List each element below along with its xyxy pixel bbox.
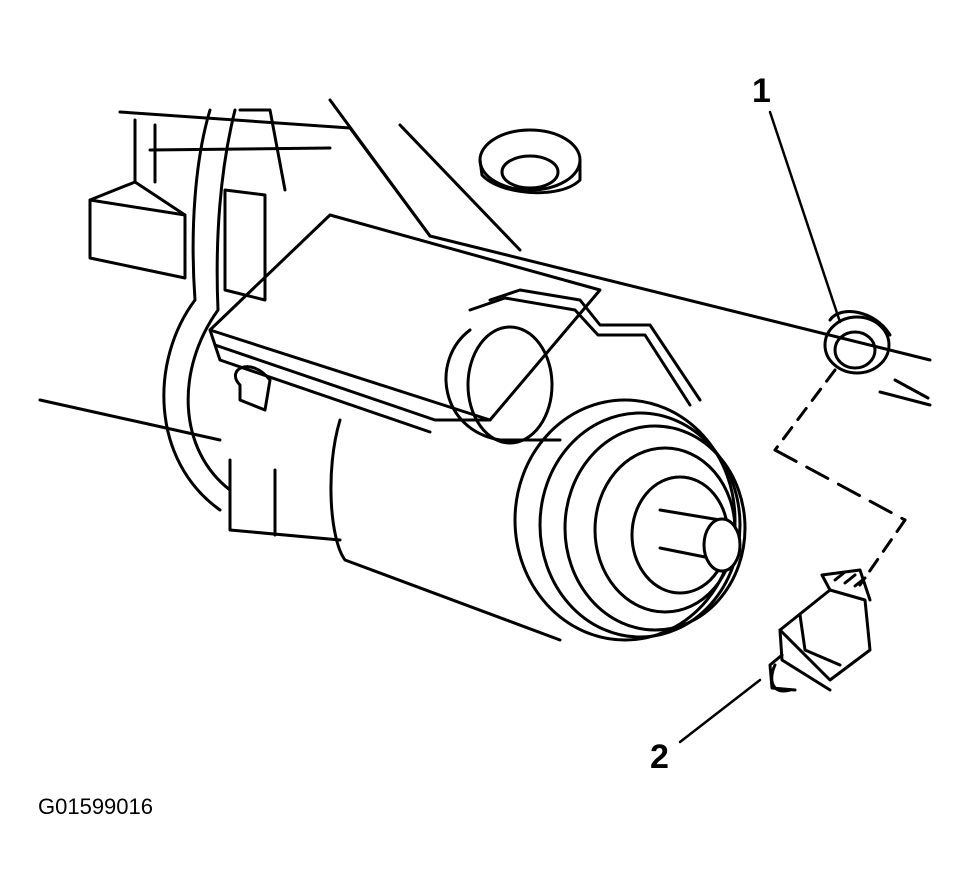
callout-label-1: 1: [752, 72, 771, 110]
engine-block-outline: [38, 98, 932, 442]
sensor-port: [823, 310, 892, 375]
cylinder-housing: [329, 325, 747, 642]
callout-label-2: 2: [650, 738, 669, 776]
figure-code: G01599016: [38, 794, 153, 819]
installation-path: [773, 368, 907, 587]
leader-line-2: [678, 678, 762, 744]
block-washer: [478, 128, 582, 195]
leader-lines: [678, 110, 842, 744]
leader-line-1: [768, 110, 842, 324]
pressure-sensor: [768, 568, 872, 693]
left-bracket: [88, 108, 342, 542]
